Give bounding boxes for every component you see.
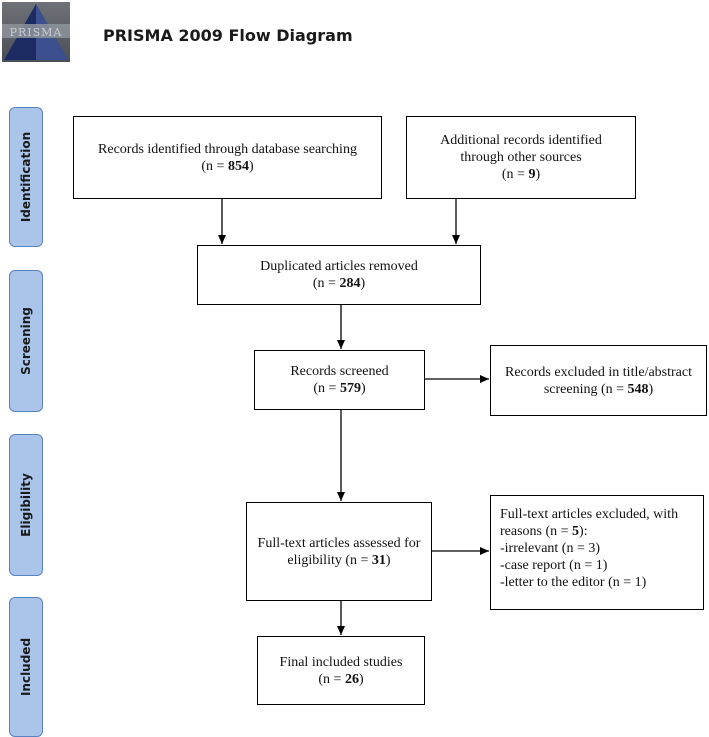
logo-text: PRISMA — [9, 26, 63, 39]
phase-eligibility: Eligibility — [9, 434, 43, 576]
box-final-included: Final included studies (n = 26) — [257, 636, 425, 705]
box-records-excluded: Records excluded in title/abstract scree… — [490, 345, 707, 416]
box-fulltext-excluded: Full-text articles excluded, with reason… — [490, 495, 704, 610]
phase-screening: Screening — [9, 270, 43, 412]
box-text: Records excluded in title/abstract — [505, 364, 692, 380]
box-text: Additional records identified — [440, 133, 602, 148]
box-count: (n = 9) — [501, 167, 541, 182]
box-count: (n = 26) — [318, 671, 364, 687]
page-title: PRISMA 2009 Flow Diagram — [103, 26, 353, 45]
phase-included: Included — [9, 597, 43, 737]
box-count: eligibility (n = 31) — [287, 552, 391, 568]
prisma-logo-icon — [2, 4, 70, 60]
box-text: Records screened — [290, 364, 389, 379]
prisma-logo: PRISMA — [2, 2, 70, 62]
box-database-searching: Records identified through database sear… — [73, 116, 382, 199]
exclusion-reason: -irrelevant (n = 3) — [500, 541, 601, 556]
phase-identification: Identification — [9, 107, 43, 247]
box-text: Final included studies — [279, 654, 403, 670]
box-count: (n = 854) — [201, 158, 254, 174]
box-text: Records identified through database sear… — [98, 141, 357, 157]
box-records-screened: Records screened (n = 579) — [254, 350, 425, 410]
box-count: screening (n = 548) — [543, 381, 654, 397]
box-duplicates-removed: Duplicated articles removed (n = 284) — [197, 245, 481, 305]
box-count: reasons (n = 5): — [500, 524, 588, 539]
box-other-sources: Additional records identified through ot… — [406, 116, 636, 199]
box-text: through other sources — [460, 150, 582, 165]
box-fulltext-assessed: Full-text articles assessed for eligibil… — [246, 502, 432, 601]
box-text: Full-text articles excluded, with — [500, 507, 679, 522]
box-text: Full-text articles assessed for — [257, 535, 421, 551]
box-count: (n = 284) — [312, 276, 366, 291]
exclusion-reason: -letter to the editor (n = 1) — [500, 575, 647, 590]
exclusion-reason: -case report (n = 1) — [500, 558, 608, 573]
box-count: (n = 579) — [313, 381, 366, 396]
box-text: Duplicated articles removed — [260, 259, 418, 274]
